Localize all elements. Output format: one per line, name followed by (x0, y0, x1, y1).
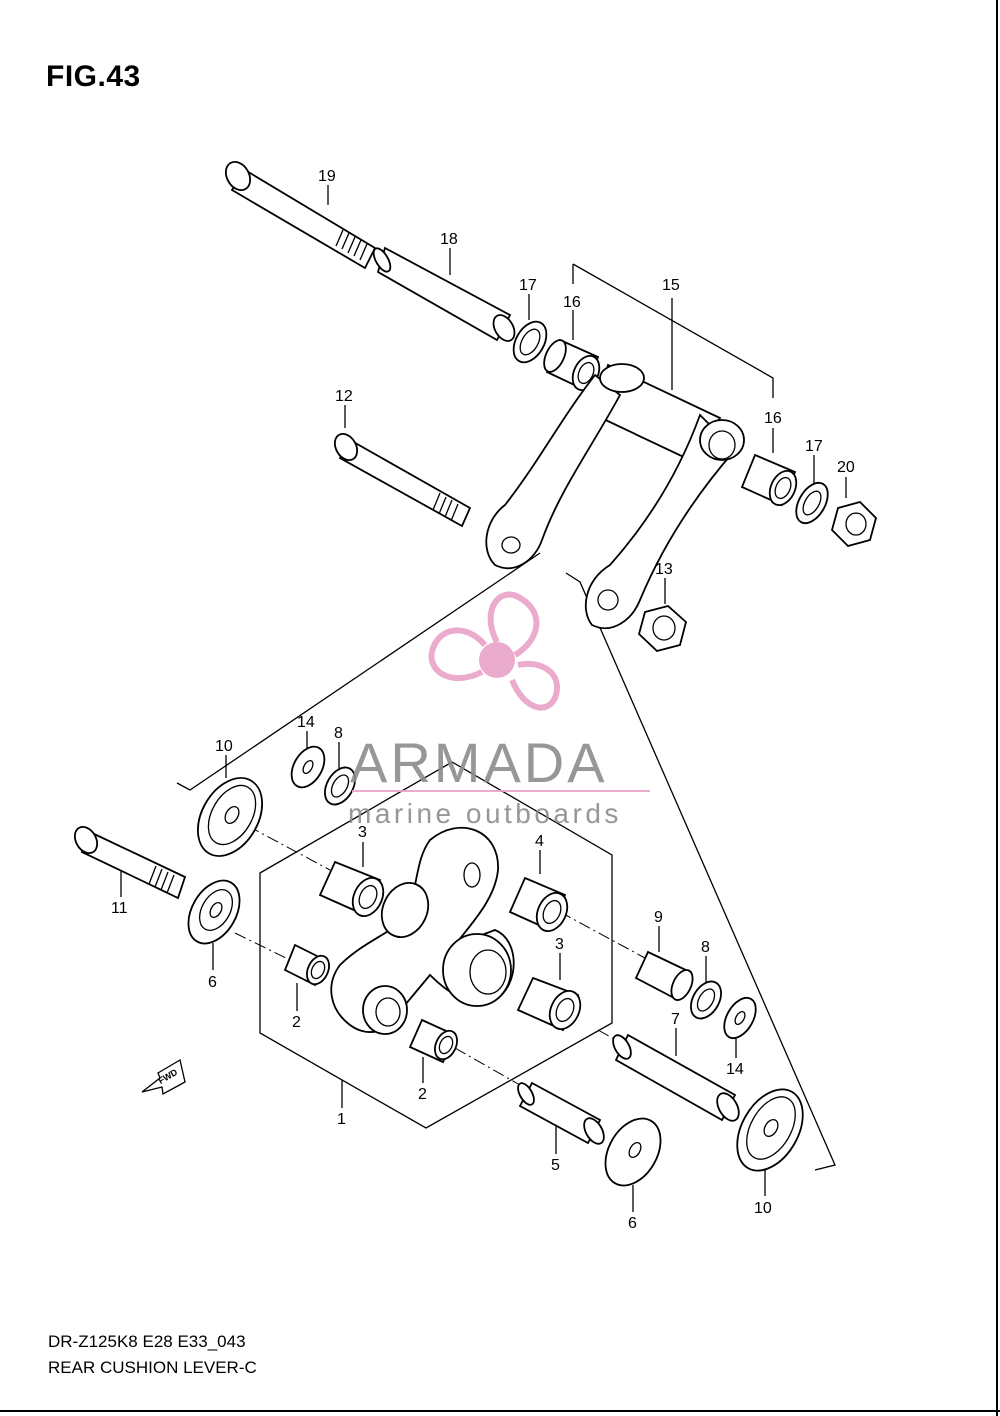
nut-13 (637, 605, 688, 652)
label-17-right: 17 (805, 438, 823, 455)
page-border-bottom (0, 1410, 1000, 1412)
watermark-rule (352, 790, 650, 792)
label-8-right: 8 (701, 939, 710, 956)
armada-propeller-logo-icon (428, 591, 560, 711)
bracket-lines (120, 185, 847, 1212)
label-10: 10 (215, 738, 233, 755)
diagram-code: DR-Z125K8 E28 E33_043 (48, 1332, 246, 1351)
label-16: 16 (563, 294, 581, 311)
dust-seal-6b (604, 1117, 662, 1187)
label-10-right: 10 (754, 1200, 772, 1217)
bearing-16b (740, 453, 798, 507)
label-18: 18 (440, 231, 458, 248)
label-3: 3 (358, 824, 367, 841)
bearing-2a (283, 943, 330, 987)
label-9: 9 (654, 909, 663, 926)
lever-1 (330, 826, 515, 1035)
sleeve-7 (612, 1033, 740, 1122)
label-19: 19 (318, 168, 336, 185)
label-1: 1 (337, 1111, 346, 1128)
figure-title: FIG.43 (46, 60, 141, 93)
bearing-16a (543, 338, 601, 392)
label-6-lower: 6 (628, 1215, 637, 1232)
label-17: 17 (519, 277, 537, 294)
fwd-arrow-icon: FWD (141, 1058, 186, 1096)
label-14: 14 (297, 714, 315, 731)
label-12: 12 (335, 388, 353, 405)
dust-seal-6a (187, 879, 241, 945)
label-14-right: 14 (726, 1061, 744, 1078)
seal-17b (795, 481, 829, 525)
nut-20 (830, 500, 878, 548)
watermark-tagline: marine outboards (348, 798, 622, 829)
sleeve-5 (517, 1081, 605, 1145)
cushion-rod-15 (485, 363, 745, 630)
seal-8b (690, 980, 722, 1020)
bearing-3b (516, 976, 582, 1032)
bearing-4 (508, 876, 569, 932)
dust-seal-10a (197, 777, 263, 857)
label-5: 5 (551, 1157, 560, 1174)
sleeve-18 (372, 246, 516, 342)
diagram-name: REAR CUSHION LEVER-C (48, 1358, 257, 1377)
seal-17a (512, 320, 548, 364)
label-13: 13 (655, 561, 673, 578)
label-8: 8 (334, 725, 343, 742)
collar-9 (634, 950, 694, 1002)
washer-14a (290, 745, 326, 789)
label-11: 11 (111, 900, 128, 917)
bearing-2b (408, 1018, 458, 1064)
label-16-right: 16 (764, 410, 782, 427)
label-3-lower: 3 (555, 936, 564, 953)
washer-14b (723, 996, 757, 1040)
bolt-12 (333, 432, 472, 528)
label-20: 20 (837, 459, 855, 476)
watermark: ARMADA marine outboards (348, 591, 650, 829)
label-2: 2 (292, 1014, 301, 1031)
label-4: 4 (535, 833, 544, 850)
seal-8a (324, 766, 356, 806)
bearing-3a (318, 860, 385, 917)
part-number-labels: 19 18 17 16 15 12 16 17 20 13 14 8 10 3 … (111, 168, 855, 1232)
label-15: 15 (662, 277, 680, 294)
logo-hub (479, 642, 515, 678)
label-7: 7 (671, 1011, 680, 1028)
dust-seal-10b (736, 1088, 804, 1172)
label-2-lower: 2 (418, 1086, 427, 1103)
bolt-11 (73, 825, 187, 900)
bolt-19 (224, 160, 377, 270)
watermark-brand: ARMADA (350, 731, 608, 794)
page-border-right (996, 0, 998, 1416)
label-6: 6 (208, 974, 217, 991)
